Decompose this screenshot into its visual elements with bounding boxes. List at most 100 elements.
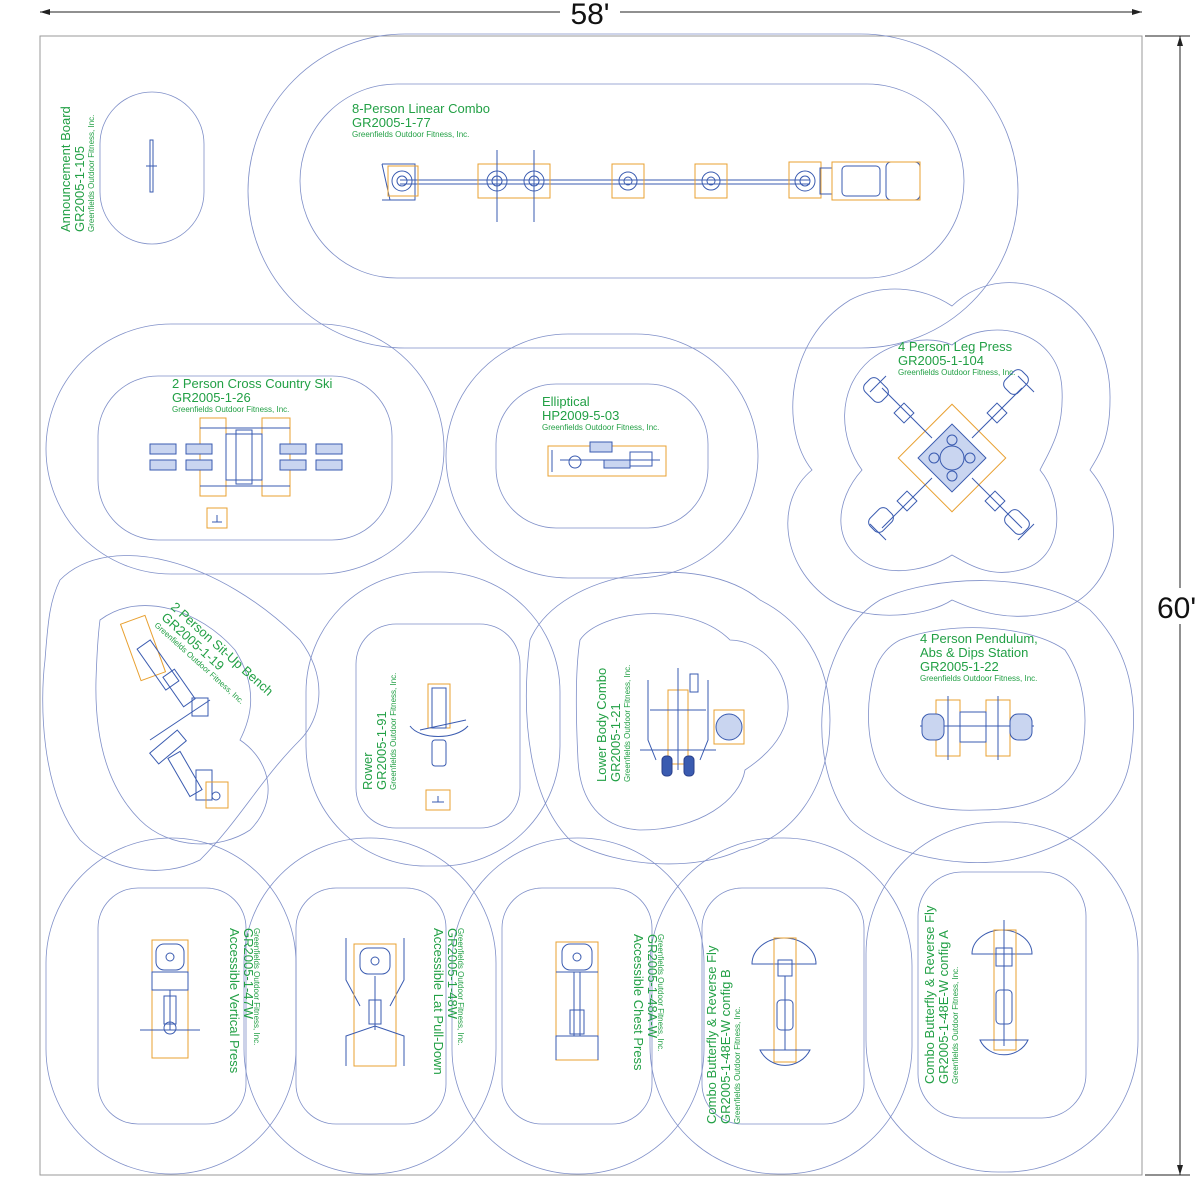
zone-butterflyA-outer xyxy=(865,821,1139,1173)
label-elliptical: Elliptical HP2009-5-03 Greenfields Outdo… xyxy=(542,394,659,432)
svg-text:GR2005-1-77: GR2005-1-77 xyxy=(352,115,431,130)
zone-latpull-inner xyxy=(295,887,447,1125)
zone-announcement xyxy=(99,91,205,245)
svg-text:GR2005-1-104: GR2005-1-104 xyxy=(898,353,984,368)
svg-text:Greenfields Outdoor Fitness, I: Greenfields Outdoor Fitness, Inc. xyxy=(389,673,398,790)
label-lowerbody: Lower Body Combo GR2005-1-21 Greenfields… xyxy=(594,665,632,782)
height-dimension: 60' xyxy=(1145,35,1200,1176)
zone-rower-inner xyxy=(355,623,521,829)
svg-text:Greenfields Outdoor Fitness, I: Greenfields Outdoor Fitness, Inc. xyxy=(733,1007,742,1124)
vertical-press-drawing xyxy=(140,939,200,1059)
cross-country-ski-drawing xyxy=(149,417,343,529)
svg-text:Accessible Lat Pull-Down: Accessible Lat Pull-Down xyxy=(431,928,446,1075)
announcement-board-drawing xyxy=(146,139,157,193)
zone-elliptical-outer xyxy=(445,333,759,579)
butterfly-config-a-drawing xyxy=(971,920,1033,1056)
svg-text:HP2009-5-03: HP2009-5-03 xyxy=(542,408,619,423)
width-label: 58' xyxy=(570,0,609,31)
elliptical-drawing xyxy=(547,441,667,477)
zone-rower-outer xyxy=(305,571,561,867)
site-boundary xyxy=(39,35,1143,1176)
svg-text:Greenfields Outdoor Fitness, I: Greenfields Outdoor Fitness, Inc. xyxy=(623,665,632,782)
lat-pulldown-drawing xyxy=(345,938,405,1067)
svg-text:2 Person Cross Country Ski: 2 Person Cross Country Ski xyxy=(172,376,333,391)
svg-text:GR2005-1-21: GR2005-1-21 xyxy=(608,703,623,782)
leg-press-drawing xyxy=(863,369,1035,541)
label-legpress: 4 Person Leg Press GR2005-1-104 Greenfie… xyxy=(898,339,1015,377)
svg-text:Accessible Vertical Press: Accessible Vertical Press xyxy=(227,928,242,1074)
svg-text:Greenfields Outdoor Fitness, I: Greenfields Outdoor Fitness, Inc. xyxy=(920,674,1037,683)
zone-butterflyA-inner xyxy=(917,871,1087,1119)
zone-elliptical-inner xyxy=(495,383,709,529)
zone-legpress-outer xyxy=(787,282,1114,617)
zone-ski-inner xyxy=(97,375,393,541)
zone-pendulum-outer xyxy=(821,580,1135,863)
svg-text:GR2005-1-105: GR2005-1-105 xyxy=(72,146,87,232)
label-ski: 2 Person Cross Country Ski GR2005-1-26 G… xyxy=(172,376,333,414)
svg-text:GR2005-1-22: GR2005-1-22 xyxy=(920,659,999,674)
zone-chest-inner xyxy=(501,887,653,1125)
zone-pendulum-inner xyxy=(868,627,1086,811)
zone-linear-inner xyxy=(299,83,965,279)
label-rower: Rower GR2005-1-91 Greenfields Outdoor Fi… xyxy=(360,673,398,790)
linear-combo-drawing xyxy=(381,150,921,222)
situp-bench-drawing xyxy=(119,614,229,809)
label-linear-combo: 8-Person Linear Combo GR2005-1-77 Greenf… xyxy=(352,101,490,139)
chest-press-drawing xyxy=(555,941,599,1061)
label-chest: Accessible Chest Press GR2005-1-48A-W Gr… xyxy=(631,934,665,1071)
lower-body-combo-drawing xyxy=(640,668,745,777)
zone-ski-outer xyxy=(45,323,445,575)
label-vertpress: Accessible Vertical Press GR2005-1-47W G… xyxy=(227,928,261,1074)
rower-drawing xyxy=(409,683,469,811)
zone-vertpress-inner xyxy=(97,887,247,1125)
zone-lowerbody-inner xyxy=(575,613,789,831)
svg-text:4 Person Pendulum,: 4 Person Pendulum, xyxy=(920,631,1038,646)
height-label: 60' xyxy=(1157,592,1196,625)
zone-latpull-outer xyxy=(243,837,497,1175)
svg-text:Rower: Rower xyxy=(360,752,375,790)
svg-text:GR2005-1-48E-W config B: GR2005-1-48E-W config B xyxy=(718,969,733,1124)
svg-text:Lower Body Combo: Lower Body Combo xyxy=(594,668,609,782)
svg-text:Announcement Board: Announcement Board xyxy=(58,106,73,232)
svg-text:GR2005-1-48E-W config A: GR2005-1-48E-W config A xyxy=(936,930,951,1084)
svg-text:Greenfields Outdoor Fitness, I: Greenfields Outdoor Fitness, Inc. xyxy=(656,934,665,1051)
zone-chest-outer xyxy=(451,837,705,1175)
svg-text:Elliptical: Elliptical xyxy=(542,394,590,409)
label-latpull: Accessible Lat Pull-Down GR2005-1-48W Gr… xyxy=(431,928,465,1075)
zone-legpress-inner xyxy=(840,329,1063,573)
svg-text:GR2005-1-47W: GR2005-1-47W xyxy=(241,928,256,1020)
svg-text:4 Person Leg Press: 4 Person Leg Press xyxy=(898,339,1013,354)
label-pendulum: 4 Person Pendulum, Abs & Dips Station GR… xyxy=(920,631,1038,683)
svg-text:Greenfields Outdoor Fitness, I: Greenfields Outdoor Fitness, Inc. xyxy=(542,423,659,432)
label-announcement: Announcement Board GR2005-1-105 Greenfie… xyxy=(58,106,96,232)
svg-text:GR2005-1-26: GR2005-1-26 xyxy=(172,390,251,405)
label-butterflyB: Combo Butterfly & Reverse Fly GR2005-1-4… xyxy=(704,945,742,1124)
svg-text:Greenfields Outdoor Fitness, I: Greenfields Outdoor Fitness, Inc. xyxy=(951,967,960,1084)
pendulum-station-drawing xyxy=(920,696,1034,760)
zone-situp-outer xyxy=(42,555,320,871)
svg-text:Combo Butterfly & Reverse Fly: Combo Butterfly & Reverse Fly xyxy=(704,945,719,1124)
svg-text:GR2005-1-48A-W: GR2005-1-48A-W xyxy=(645,934,660,1039)
label-situp: 2 Person Sit-Up Bench GR2005-1-19 Greenf… xyxy=(153,599,277,706)
zone-butterflyB-outer xyxy=(649,837,913,1175)
svg-text:GR2005-1-91: GR2005-1-91 xyxy=(374,711,389,790)
zone-lowerbody-outer xyxy=(526,571,831,865)
label-butterflyA: Combo Butterfly & Reverse Fly GR2005-1-4… xyxy=(922,905,960,1084)
svg-text:Combo Butterfly & Reverse Fly: Combo Butterfly & Reverse Fly xyxy=(922,905,937,1084)
svg-text:Greenfields Outdoor Fitness, I: Greenfields Outdoor Fitness, Inc. xyxy=(87,115,96,232)
svg-text:Greenfields Outdoor Fitness, I: Greenfields Outdoor Fitness, Inc. xyxy=(456,928,465,1045)
svg-text:Greenfields Outdoor Fitness, I: Greenfields Outdoor Fitness, Inc. xyxy=(898,368,1015,377)
svg-text:Greenfields Outdoor Fitness, I: Greenfields Outdoor Fitness, Inc. xyxy=(252,928,261,1045)
butterfly-config-b-drawing xyxy=(751,937,817,1066)
svg-text:GR2005-1-48W: GR2005-1-48W xyxy=(445,928,460,1020)
svg-text:Greenfields Outdoor Fitness, I: Greenfields Outdoor Fitness, Inc. xyxy=(352,130,469,139)
svg-text:Greenfields Outdoor Fitness, I: Greenfields Outdoor Fitness, Inc. xyxy=(172,405,289,414)
svg-text:Accessible Chest Press: Accessible Chest Press xyxy=(631,934,646,1071)
zone-situp-inner xyxy=(95,605,269,845)
zone-linear-outer xyxy=(247,33,1019,349)
width-dimension: 58' xyxy=(40,0,1142,31)
svg-text:Abs & Dips Station: Abs & Dips Station xyxy=(920,645,1028,660)
svg-text:8-Person Linear Combo: 8-Person Linear Combo xyxy=(352,101,490,116)
zone-butterflyB-inner xyxy=(701,887,865,1125)
